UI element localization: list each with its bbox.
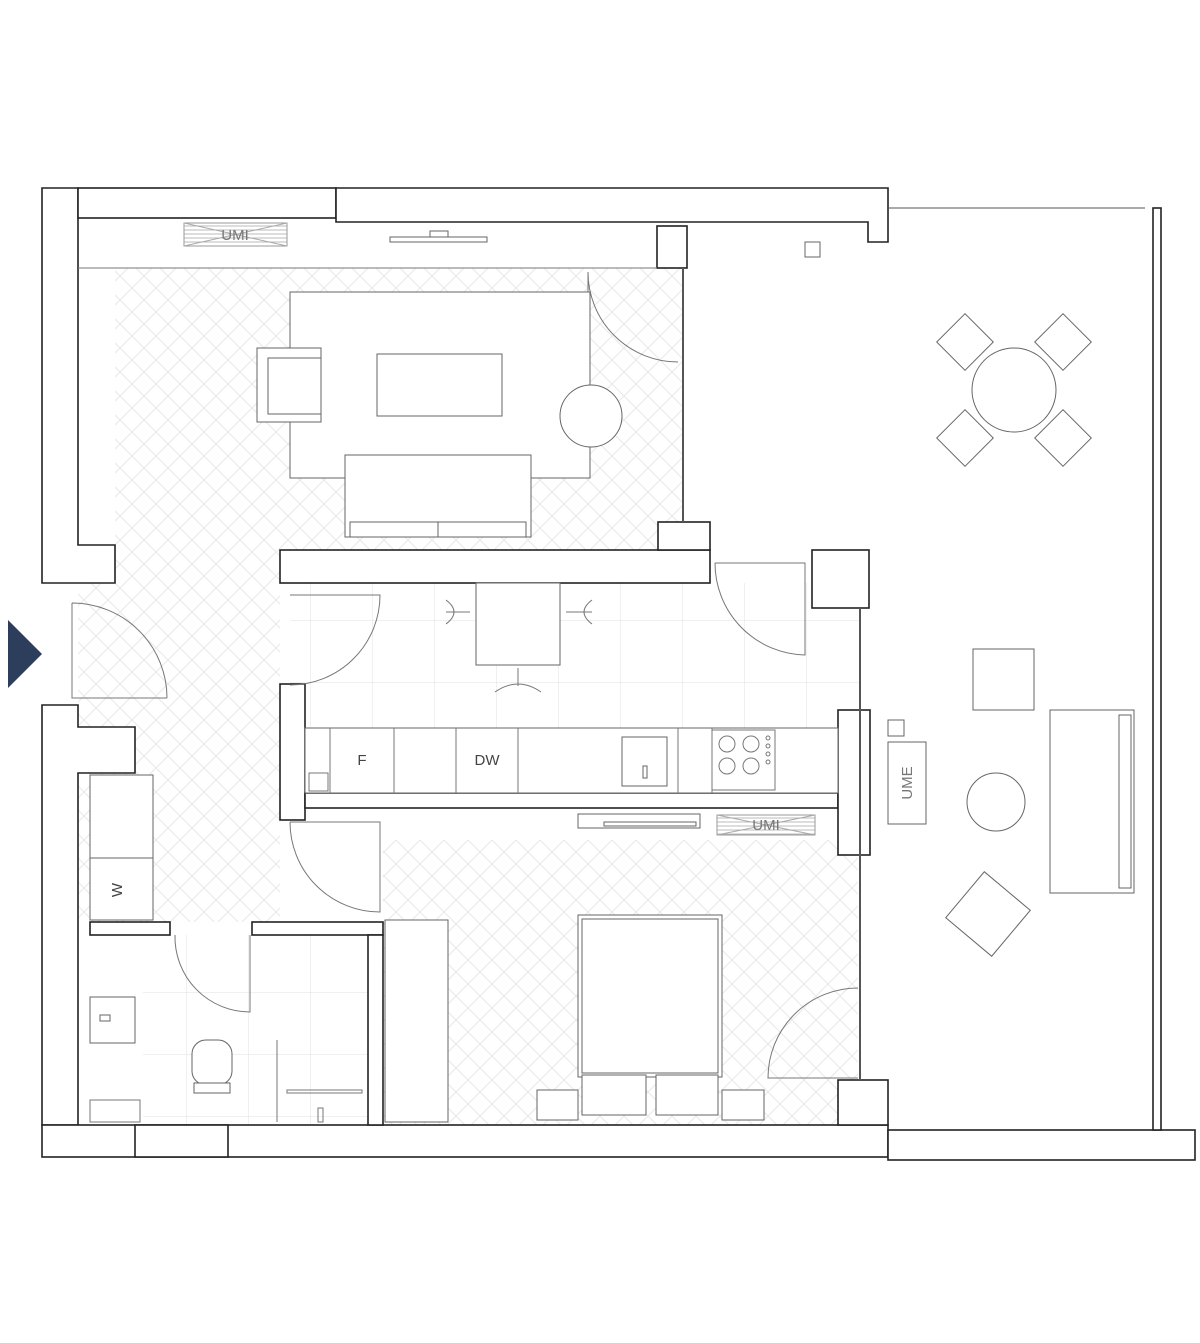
side-table [559,384,623,448]
kitchen-floor [290,583,860,728]
shower [89,1040,363,1123]
balcony-lounger [945,871,1031,957]
bathroom-sink [89,996,136,1044]
nightstand-left [536,1089,579,1121]
balcony-kitchen-door [714,562,806,656]
balcony-dining-set [936,313,1092,467]
balcony-sofa [1049,709,1135,894]
washer-closet [89,774,154,921]
balcony-stool [972,648,1035,711]
hob [711,729,776,791]
bedroom-door [289,821,381,913]
balcony-side-table [966,772,1026,832]
nightstand-right [721,1089,765,1121]
coffee-table [376,353,503,417]
bathroom-floor [143,935,375,1125]
kitchen-counter [304,727,839,794]
sofa-living [344,454,532,538]
tv-bedroom [577,813,701,829]
walls [41,187,1196,1161]
kitchen-sink [621,736,668,787]
dining-set [445,582,593,693]
ume-valve [887,719,905,737]
balcony-outlet [804,241,821,258]
tv-living [389,230,488,243]
ume-label: UME [899,766,916,799]
bedroom-balcony-door [767,987,859,1079]
dishwasher-label: DW [475,752,501,769]
entry-door [71,602,168,699]
ume-unit [887,741,927,825]
armchair [256,347,322,423]
bathroom-door [174,934,251,1013]
toilet [191,1039,233,1094]
wardrobe-bedroom [384,919,449,1123]
counter-dividers [308,728,713,793]
washer-label: W [109,882,126,897]
bed [577,914,723,1116]
kitchen-door [289,594,381,686]
fridge-label: F [357,752,366,769]
umi-label-living: UMI [221,227,249,244]
umi-label-bedroom: UMI [752,817,780,834]
entry-arrow-icon [8,620,42,688]
